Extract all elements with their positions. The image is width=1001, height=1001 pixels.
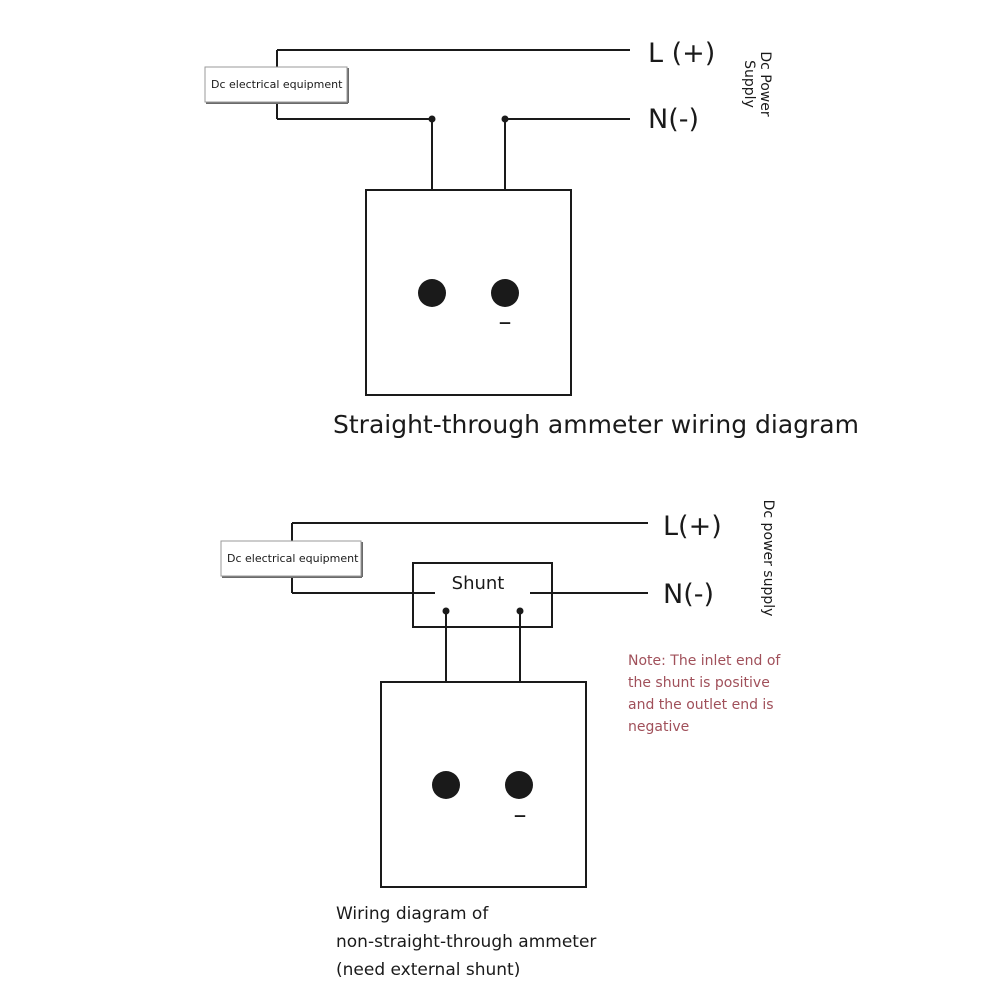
note-line: negative: [628, 719, 690, 735]
shunt-box: [412, 562, 553, 628]
dc-equipment-box: [204, 66, 348, 103]
dc-supply-label-line: Dc Power: [757, 51, 773, 117]
dc-equipment-label: Dc electrical equipment: [227, 552, 359, 565]
dc-supply-label: Dc power supply: [760, 500, 776, 617]
caption-line: Wiring diagram of: [336, 904, 489, 924]
junction-dot: [428, 115, 436, 123]
straight-through-diagram: – Dc electrical equipment L (+) N(-) Dc …: [204, 38, 773, 396]
negative-line-label: N(-): [648, 104, 699, 135]
dc-equipment-box: [220, 540, 362, 577]
dc-supply-label-line: Dc power supply: [760, 500, 776, 617]
non-straight-through-caption: Wiring diagram of non-straight-through a…: [336, 900, 596, 984]
note-line: Note: The inlet end of: [628, 653, 781, 669]
note-line: and the outlet end is: [628, 697, 774, 713]
negative-terminal-mark: –: [514, 800, 527, 830]
straight-through-caption: Straight-through ammeter wiring diagram: [333, 410, 859, 439]
non-straight-through-diagram: Shunt – Dc electrical equipment L(+) N(-…: [220, 500, 776, 888]
dc-equipment-label: Dc electrical equipment: [211, 78, 343, 91]
ammeter-negative-terminal: [491, 279, 519, 307]
shunt-label: Shunt: [452, 573, 505, 594]
negative-terminal-mark: –: [499, 307, 512, 337]
positive-line-label: L(+): [663, 511, 722, 542]
dc-supply-label: Dc Power Supply: [741, 51, 773, 117]
junction-dot: [501, 115, 509, 123]
ammeter-box: [365, 189, 572, 396]
ammeter-positive-terminal: [418, 279, 446, 307]
dc-supply-label-line: Supply: [741, 60, 757, 108]
ammeter-positive-terminal: [432, 771, 460, 799]
ammeter-box: [380, 681, 587, 888]
negative-line-label: N(-): [663, 579, 714, 610]
shunt-polarity-note: Note: The inlet end of the shunt is posi…: [628, 650, 780, 738]
caption-line: (need external shunt): [336, 960, 521, 980]
note-line: the shunt is positive: [628, 675, 770, 691]
ammeter-negative-terminal: [505, 771, 533, 799]
positive-line-label: L (+): [648, 38, 715, 69]
caption-line: non-straight-through ammeter: [336, 932, 597, 952]
